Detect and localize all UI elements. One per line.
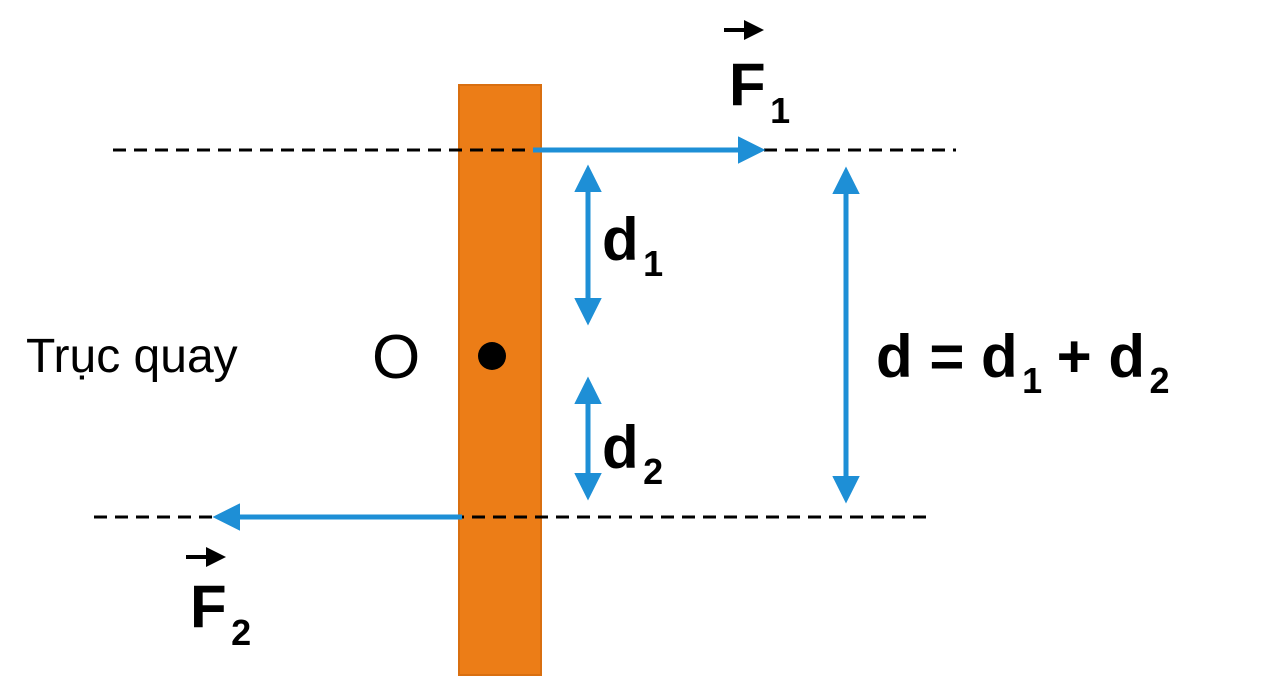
force1-symbol: F bbox=[729, 51, 766, 118]
sum-main: d = d bbox=[876, 323, 1018, 390]
distance-sum-label: d = d 1 + d 2 bbox=[876, 323, 1169, 401]
sum-subscript-2: 2 bbox=[1149, 360, 1169, 401]
d1-label: d 1 bbox=[602, 206, 663, 284]
sum-subscript-1: 1 bbox=[1022, 360, 1042, 401]
d2-subscript: 2 bbox=[643, 451, 663, 492]
force1-label: F 1 bbox=[729, 51, 790, 131]
d1-symbol: d bbox=[602, 206, 639, 273]
pivot-point-label: O bbox=[372, 323, 420, 392]
force2-symbol: F bbox=[190, 573, 227, 640]
d2-label: d 2 bbox=[602, 414, 663, 492]
d2-symbol: d bbox=[602, 414, 639, 481]
sum-mid: + d bbox=[1057, 323, 1145, 390]
force2-subscript: 2 bbox=[231, 612, 251, 653]
pivot-dot bbox=[478, 342, 506, 370]
lever-bar bbox=[458, 84, 542, 676]
d1-subscript: 1 bbox=[643, 243, 663, 284]
pivot-axis-label: Trục quay bbox=[26, 330, 238, 383]
force1-subscript: 1 bbox=[770, 90, 790, 131]
force2-label: F 2 bbox=[190, 573, 251, 653]
